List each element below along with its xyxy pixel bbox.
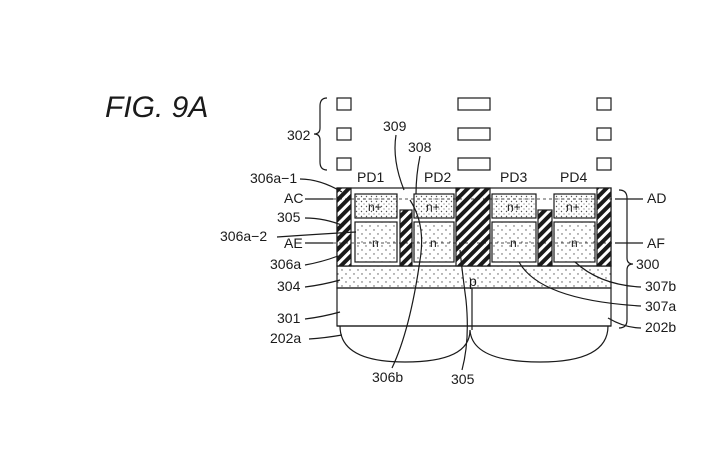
leader-306a [305, 256, 338, 265]
leader-301 [305, 312, 340, 319]
label-202b: 202b [645, 319, 676, 335]
wall-307a [538, 210, 552, 266]
label-202a: 202a [270, 330, 301, 346]
lens-square [337, 128, 351, 140]
label-pd3: PD3 [500, 169, 527, 185]
lens-rect [458, 128, 490, 140]
label-pd1: PD1 [357, 169, 384, 185]
label-304: 304 [277, 278, 301, 294]
figure-title: FIG. 9A [105, 91, 208, 124]
nplus-label: n+ [426, 200, 440, 214]
lens-rect [458, 98, 490, 110]
lens-square [597, 158, 611, 170]
wall-right [597, 188, 611, 266]
label-pd2: PD2 [424, 169, 451, 185]
label-306b: 306b [372, 369, 403, 385]
p-label: p [469, 273, 477, 289]
microlens-array [337, 98, 611, 170]
n-label: n [571, 236, 578, 250]
brace-300 [619, 190, 633, 328]
label-307a: 307a [645, 298, 676, 314]
label-307b: 307b [645, 278, 676, 294]
regions-202 [340, 326, 608, 362]
label-af: AF [647, 235, 665, 251]
label-300: 300 [636, 256, 660, 272]
label-302: 302 [287, 127, 311, 143]
label-305-bottom: 305 [451, 371, 475, 387]
label-305-left: 305 [277, 209, 301, 225]
brace-302 [314, 98, 327, 170]
label-301: 301 [277, 310, 301, 326]
lens-square [597, 98, 611, 110]
label-ae: AE [284, 235, 303, 251]
wall-center [456, 188, 490, 266]
lens-square [337, 98, 351, 110]
nplus-label: n+ [368, 200, 382, 214]
leader-309 [395, 135, 404, 190]
wall-309 [400, 210, 412, 266]
leader-304 [305, 280, 340, 287]
lens-square [337, 158, 351, 170]
wall-left [337, 188, 351, 266]
n-label: n [430, 236, 437, 250]
lens-rect [458, 158, 490, 170]
label-pd4: PD4 [560, 169, 587, 185]
label-306a-2: 306a−2 [220, 228, 267, 244]
nplus-label: n+ [566, 200, 580, 214]
layer-301 [337, 288, 611, 326]
label-ad: AD [647, 190, 666, 206]
label-306a: 306a [270, 256, 301, 272]
n-label: n [372, 236, 379, 250]
n-label: n [510, 236, 517, 250]
nplus-label: n+ [507, 200, 521, 214]
leader-202a [309, 335, 342, 339]
label-308: 308 [408, 139, 432, 155]
lens-square [597, 128, 611, 140]
label-ac: AC [284, 190, 303, 206]
label-309: 309 [383, 118, 407, 134]
leader-306a-1 [300, 179, 342, 192]
label-306a-1: 306a−1 [250, 170, 297, 186]
